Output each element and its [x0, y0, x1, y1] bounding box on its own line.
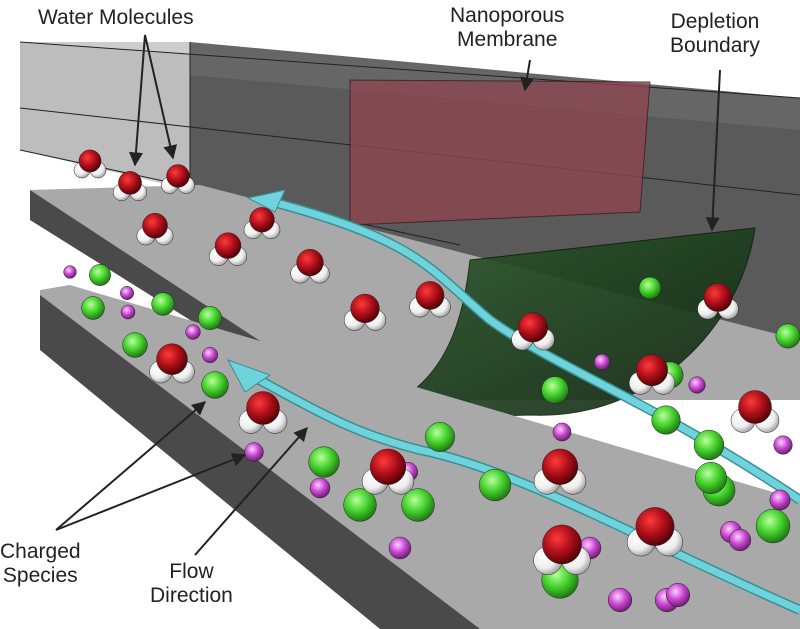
label-flow-direction: Flow Direction: [150, 560, 233, 608]
label-line: Depletion: [670, 10, 760, 33]
anion-sphere: [309, 477, 331, 499]
oxygen-atom: [142, 212, 168, 239]
cation-sphere: [81, 296, 105, 320]
oxygen-atom: [246, 391, 280, 425]
arrow-water-1: [128, 34, 146, 167]
anion-sphere: [688, 376, 706, 394]
oxygen-atom: [541, 448, 579, 485]
oxygen-atom: [635, 507, 675, 546]
anion-sphere: [120, 304, 136, 320]
label-line: Flow: [169, 560, 214, 583]
arrow-depletion: [705, 69, 721, 232]
cation-sphere: [693, 429, 725, 461]
oxygen-atom: [78, 149, 102, 173]
anion-sphere: [593, 353, 611, 371]
cation-sphere: [638, 276, 662, 300]
oxygen-atom: [542, 524, 582, 565]
oxygen-atom: [415, 281, 445, 310]
anion-sphere: [773, 435, 793, 455]
cation-sphere: [198, 306, 222, 330]
cation-sphere: [401, 488, 435, 522]
cation-sphere: [478, 468, 512, 502]
cation-sphere: [651, 405, 681, 435]
oxygen-atom: [703, 283, 733, 312]
anion-sphere: [552, 422, 572, 442]
arrow-membrane: [520, 59, 534, 92]
label-line: Nanoporous: [450, 4, 565, 27]
label-line: Boundary: [670, 34, 760, 57]
oxygen-atom: [738, 390, 772, 424]
cation-sphere: [343, 488, 377, 522]
anion-sphere: [185, 324, 201, 340]
cation-sphere: [541, 376, 569, 404]
oxygen-atom: [214, 232, 242, 259]
anion-sphere: [666, 583, 690, 607]
label-line: Direction: [150, 584, 233, 607]
anion-sphere: [388, 536, 412, 560]
oxygen-atom: [249, 207, 275, 233]
arrow-charged-1: [55, 401, 207, 531]
anion-sphere: [244, 442, 264, 462]
anion-sphere: [607, 587, 633, 613]
cation-sphere: [308, 446, 340, 478]
anion-sphere: [728, 528, 752, 552]
anion-sphere: [63, 265, 77, 279]
oxygen-atom: [518, 312, 548, 343]
cation-sphere: [122, 332, 148, 358]
annotation-arrows: [55, 34, 721, 556]
flow-arrowhead-lower: [226, 359, 272, 393]
label-nanoporous-membrane: Nanoporous Membrane: [450, 4, 564, 52]
oxygen-atom: [350, 293, 380, 323]
anion-sphere: [202, 347, 218, 363]
oxygen-atom: [636, 354, 668, 387]
nanoporous-membrane: [349, 79, 651, 226]
label-line: Membrane: [457, 28, 558, 51]
label-water-molecules: Water Molecules: [38, 6, 194, 29]
oxygen-atom: [166, 164, 190, 188]
oxygen-atom: [118, 171, 142, 195]
cation-sphere: [425, 422, 455, 452]
oxygen-atom: [369, 448, 407, 485]
cation-sphere: [201, 371, 229, 399]
arrow-charged-2: [55, 453, 247, 531]
label-charged-species: Charged Species: [0, 540, 81, 588]
lower-plate: [40, 285, 800, 629]
label-depletion-boundary: Depletion Boundary: [670, 10, 760, 58]
cation-sphere: [89, 264, 111, 286]
label-line: Charged: [0, 540, 81, 563]
arrow-flow: [194, 426, 308, 556]
oxygen-atom: [296, 249, 324, 277]
cation-sphere: [695, 462, 727, 494]
cation-sphere: [775, 323, 800, 349]
cation-sphere: [151, 292, 175, 316]
flow-arrowhead-upper: [246, 189, 286, 213]
anion-sphere: [769, 489, 791, 511]
oxygen-atom: [156, 343, 188, 375]
flow-arrows: [226, 189, 800, 615]
particles: [63, 149, 800, 613]
anion-sphere: [120, 286, 134, 300]
arrow-water-2: [144, 34, 178, 160]
label-line: Species: [2, 564, 78, 587]
cation-sphere: [755, 508, 791, 544]
